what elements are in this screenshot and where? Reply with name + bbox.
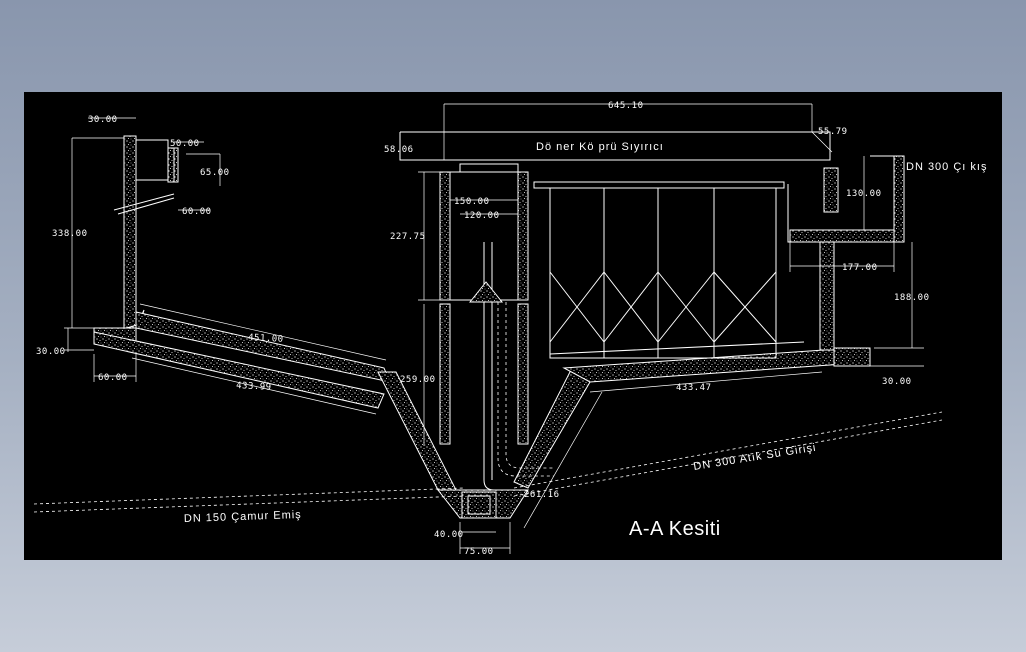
right-outlet <box>787 155 905 367</box>
dim-left-height: 338.00 <box>52 229 88 239</box>
right-dimensions <box>789 156 924 367</box>
dim-small-a: 50.00 <box>170 139 200 149</box>
left-wall-box <box>113 139 179 215</box>
left-wall <box>93 135 391 409</box>
sludge-label: DN 150 Çamur Emiş <box>184 509 302 525</box>
dim-bridge-offset: 58.06 <box>384 145 414 155</box>
dim-small-c: 60.00 <box>182 207 212 217</box>
dim-slope-bottom: 433.99 <box>236 381 272 393</box>
dim-pit-width: 40.00 <box>434 530 464 540</box>
dim-right-bottom-h: 30.00 <box>882 377 912 387</box>
dim-left-bottom-h: 30.00 <box>36 347 66 357</box>
dim-left-bottom-w: 60.00 <box>98 373 128 383</box>
dim-outlet-depth: 188.00 <box>894 293 930 303</box>
dim-slope-top: 451.00 <box>248 333 284 345</box>
dim-small-b: 65.00 <box>200 168 230 178</box>
slope-bottom-dim-line <box>131 357 377 415</box>
dim-right-angle: 55.79 <box>818 127 848 137</box>
section-drawing: 30.00 338.00 50.00 65.00 60.00 30.00 60.… <box>33 101 987 557</box>
dim-column-inner: 120.00 <box>464 211 500 221</box>
centre-cone <box>377 367 591 519</box>
scraper-label: Dö ner Kö prü Sıyırıcı <box>536 141 664 153</box>
centre-column <box>439 163 554 491</box>
dim-left-cap: 30.00 <box>88 115 118 125</box>
dim-outlet-w: 177.00 <box>842 263 878 273</box>
cad-drawing-canvas: 30.00 338.00 50.00 65.00 60.00 30.00 60.… <box>24 92 1002 560</box>
inlet-pipe <box>513 411 943 497</box>
dim-top-span: 645.10 <box>608 101 644 111</box>
dim-column-lower: 259.00 <box>400 375 436 385</box>
sludge-pipe <box>33 487 465 513</box>
left-dimensions <box>64 117 221 382</box>
dim-column-height: 227.75 <box>390 232 426 242</box>
dim-outlet-h: 130.00 <box>846 189 882 199</box>
outlet-label: DN 300 Çı kış <box>906 161 987 173</box>
dim-column-outer: 150.00 <box>454 197 490 207</box>
bridge-dimensions <box>399 103 833 161</box>
inlet-label: DN 300 Atık Su Girişi <box>693 442 818 473</box>
dim-right-slope: 433.47 <box>676 383 712 393</box>
dim-cone-depth: 261.16 <box>524 490 560 500</box>
slope-top-dim-line <box>139 303 387 361</box>
section-title: A-A Kesiti <box>629 518 721 540</box>
dim-pit-outer: 75.00 <box>464 547 494 557</box>
bridge-scraper <box>533 181 805 359</box>
centre-dimensions <box>418 171 603 554</box>
